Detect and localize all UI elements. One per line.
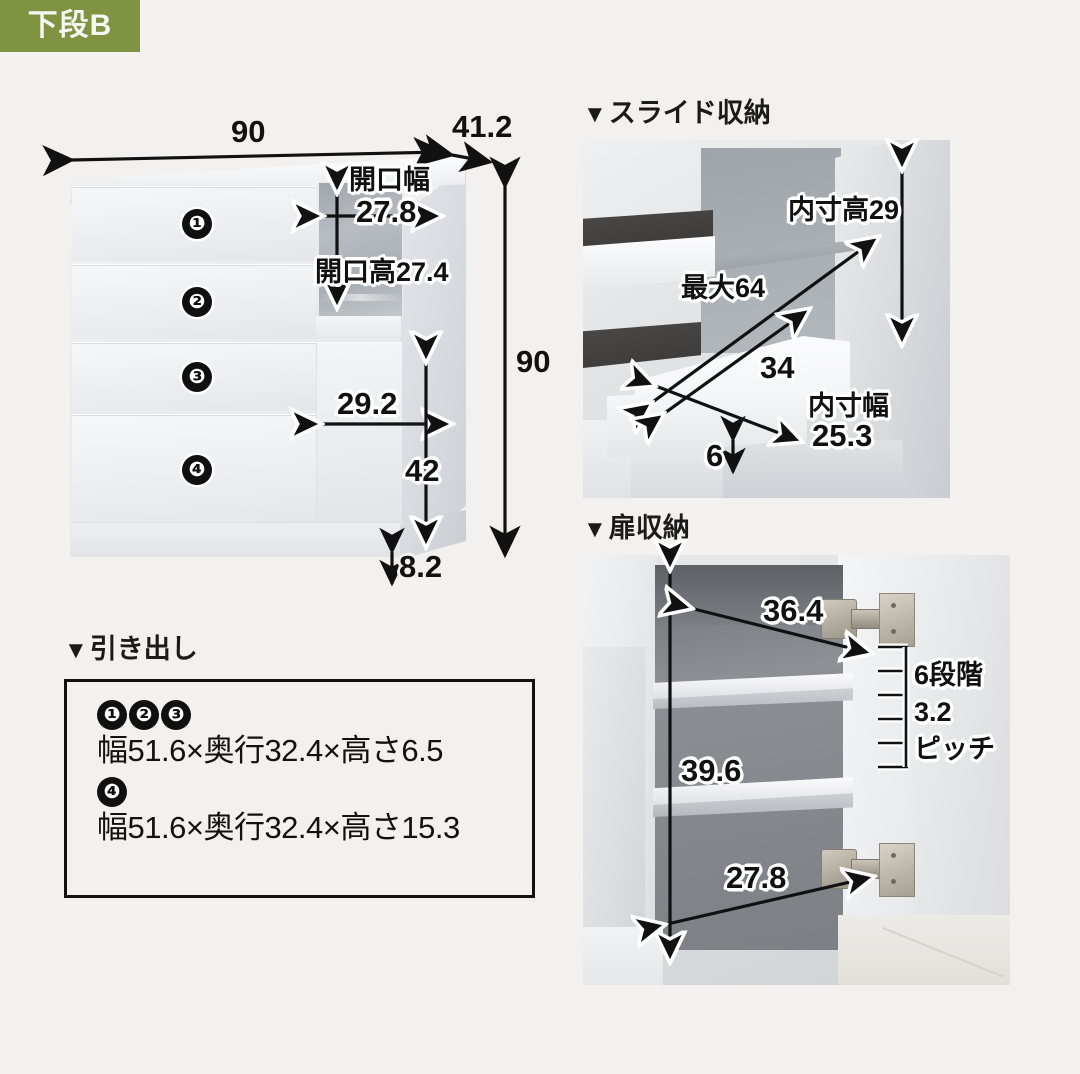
dim-cabinet-depth: 41.2 bbox=[452, 109, 513, 144]
hinge-lower-icon bbox=[821, 843, 915, 897]
drawer-spec-group-1: ❶ ❷ ❸ 幅51.6×奥行32.4×高さ6.5 bbox=[97, 700, 532, 771]
dim-slide-inner-width-label: 内寸幅 bbox=[808, 391, 889, 421]
drawer-bullet-3: ❸ bbox=[161, 700, 191, 730]
category-badge-label: 下段B bbox=[27, 9, 113, 42]
drawer-spec-group-2: ❹ 幅51.6×奥行32.4×高さ15.3 bbox=[97, 776, 532, 848]
dim-pitch-steps: 6段階 bbox=[914, 660, 984, 690]
cabinet-plinth bbox=[70, 522, 400, 557]
drawer-spec-bullets-2: ❹ bbox=[97, 776, 532, 807]
dim-slide-lip-height: 6 bbox=[706, 438, 724, 473]
triangle-icon: ▼ bbox=[583, 100, 607, 128]
hinge-upper-icon bbox=[821, 593, 915, 647]
drawer-spec-line-1: 幅51.6×奥行32.4×高さ6.5 bbox=[97, 733, 443, 768]
dim-slide-max-extension: 最大64 bbox=[681, 273, 766, 303]
drawer-bullet-4: ❹ bbox=[97, 776, 127, 807]
slide-storage-heading: ▼ スライド収納 bbox=[583, 100, 771, 127]
drawer-bullet-2: ❷ bbox=[129, 700, 159, 730]
door-open-leaf[interactable] bbox=[913, 555, 1010, 955]
dim-door-height: 42 bbox=[405, 453, 440, 488]
dim-slide-depth: 34 bbox=[760, 350, 795, 385]
drawer-number-3: ❸ bbox=[182, 362, 212, 392]
dim-opening-width-label: 開口幅 bbox=[349, 165, 430, 195]
drawer-spec-box: ❶ ❷ ❸ 幅51.6×奥行32.4×高さ6.5 ❹ 幅51.6×奥行32.4×… bbox=[64, 679, 535, 898]
dim-pitch-value: 3.2 bbox=[914, 697, 952, 727]
dim-cabinet-width: 90 bbox=[231, 114, 266, 149]
drawer-number-1: ❶ bbox=[182, 209, 212, 239]
drawer-front-1[interactable]: ❶ bbox=[72, 186, 316, 261]
dim-door-width: 29.2 bbox=[337, 386, 398, 421]
slide-storage-photo bbox=[583, 140, 950, 498]
slide-floor bbox=[723, 440, 903, 498]
dim-opening-height: 開口高27.4 bbox=[315, 257, 449, 287]
drawer-number-4: ❹ bbox=[182, 455, 212, 485]
drawer-spec-heading-text: 引き出し bbox=[89, 634, 198, 664]
slide-storage-heading-text: スライド収納 bbox=[608, 98, 771, 128]
drawer-front-2[interactable]: ❷ bbox=[72, 264, 316, 339]
dim-door-top-depth: 36.4 bbox=[763, 593, 824, 628]
dim-pitch-unit: ピッチ bbox=[914, 734, 995, 764]
dim-slide-inner-width: 25.3 bbox=[812, 418, 873, 453]
drawer-bullet-1: ❶ bbox=[97, 700, 127, 730]
cabinet-illustration: ❶ ❷ ❸ ❹ bbox=[60, 150, 530, 580]
drawer-spec-bullets-1: ❶ ❷ ❸ bbox=[97, 700, 532, 730]
door-storage-heading-text: 扉収納 bbox=[608, 513, 690, 543]
door-left-side-panel-2 bbox=[583, 647, 645, 947]
drawer-front-4[interactable]: ❹ bbox=[72, 414, 316, 525]
drawer-front-3[interactable]: ❸ bbox=[72, 342, 316, 411]
drawer-spec-heading: ▼ 引き出し bbox=[64, 636, 198, 663]
dim-slide-inner-height: 内寸高29 bbox=[788, 195, 900, 225]
drawer-number-2: ❷ bbox=[182, 287, 212, 317]
triangle-icon: ▼ bbox=[583, 515, 607, 543]
dim-door-bottom-depth: 27.8 bbox=[726, 860, 787, 895]
triangle-icon: ▼ bbox=[64, 636, 88, 664]
drawer-spec-line-2: 幅51.6×奥行32.4×高さ15.3 bbox=[97, 809, 460, 845]
dim-cabinet-height: 90 bbox=[516, 344, 551, 379]
door-storage-heading: ▼ 扉収納 bbox=[583, 515, 690, 542]
dim-opening-width: 27.8 bbox=[356, 194, 417, 229]
door-bottom-left-panel bbox=[583, 927, 663, 985]
dim-door-inner-height: 39.6 bbox=[681, 753, 742, 788]
category-badge: 下段B bbox=[0, 0, 140, 52]
cabinet-door-front[interactable] bbox=[316, 342, 402, 525]
cabinet-slide-shelf-strip bbox=[316, 316, 401, 338]
dim-plinth-height: 8.2 bbox=[399, 549, 443, 584]
